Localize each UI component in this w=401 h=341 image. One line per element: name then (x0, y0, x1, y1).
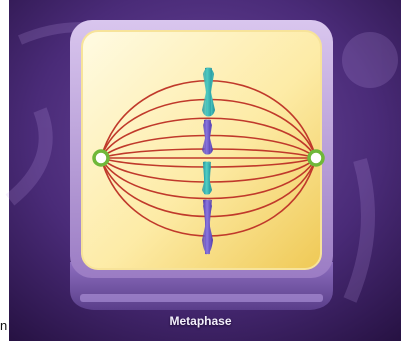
centrosome-right-icon (309, 151, 323, 165)
centrosome-left-icon (94, 151, 108, 165)
cropped-text-fragment: n (0, 318, 9, 334)
stage-label: Metaphase (0, 314, 401, 328)
cell (82, 31, 321, 269)
frame-base-highlight (80, 294, 323, 302)
